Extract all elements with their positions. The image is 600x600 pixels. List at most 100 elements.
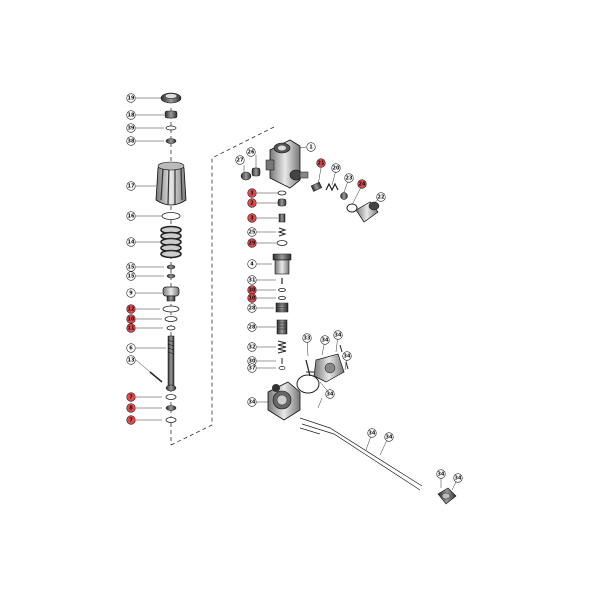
- callout-label: 32: [249, 344, 256, 350]
- callout-label: 4: [250, 261, 254, 267]
- callout-circle: [126, 415, 136, 425]
- callout-label: 19: [128, 95, 135, 101]
- part-oring-7b: [165, 417, 177, 423]
- callout-circle: [342, 351, 352, 361]
- callout-circle: [453, 473, 463, 483]
- callout-12: 12: [126, 304, 136, 314]
- callout-label: 34: [438, 471, 445, 477]
- callout-circle: [357, 179, 367, 189]
- part-washer-38: [165, 138, 177, 144]
- callout-34: 34: [247, 397, 257, 407]
- callout-circle: [325, 389, 335, 399]
- callout-label: 34: [369, 430, 376, 436]
- part-valve-2: [277, 198, 287, 207]
- callout-circle: [333, 330, 343, 340]
- callout-circle: [247, 198, 257, 208]
- callout-circle: [126, 392, 136, 402]
- part-housing-34: [267, 381, 301, 421]
- callout-label: 34: [327, 391, 334, 397]
- callout-label: 34: [322, 337, 329, 343]
- callout-7: 7: [126, 415, 136, 425]
- callout-circle: [247, 213, 257, 223]
- callout-circle: [247, 259, 257, 269]
- callout-28: 28: [247, 322, 257, 332]
- callout-circle: [247, 303, 257, 313]
- part-body-1: [265, 139, 309, 189]
- part-seal-12: [162, 305, 180, 313]
- callout-circle: [247, 227, 257, 237]
- part-seal-10: [164, 316, 178, 322]
- part-fitting-21: [310, 181, 323, 192]
- callout-21: 21: [316, 158, 326, 168]
- part-cylinder-4: [272, 253, 292, 275]
- callout-circle: [126, 323, 136, 333]
- part-gear-28a: [275, 302, 289, 313]
- callout-badges: 1918393817161415159121011613787127262120…: [126, 93, 463, 483]
- part-bolt-33: [305, 359, 314, 377]
- callout-label: 7: [129, 417, 133, 423]
- callout-label: 6: [129, 345, 133, 351]
- callout-26: 26: [246, 147, 256, 157]
- callout-3: 3: [247, 188, 257, 198]
- callout-label: 30: [249, 358, 256, 364]
- callout-label: 23: [346, 175, 353, 181]
- callout-circle: [126, 211, 136, 221]
- callout-circle: [126, 304, 136, 314]
- callout-circle: [247, 238, 257, 248]
- callout-circle: [247, 342, 257, 352]
- callout-24: 24: [357, 179, 367, 189]
- part-rod-6: [165, 335, 177, 392]
- callout-circle: [247, 322, 257, 332]
- callout-label: 25: [249, 229, 256, 235]
- callout-circle: [367, 428, 377, 438]
- callout-circle: [302, 333, 312, 343]
- callout-1: 1: [306, 142, 316, 152]
- part-oring-11: [166, 325, 176, 331]
- callout-34: 34: [453, 473, 463, 483]
- part-oring-3a: [277, 190, 287, 196]
- part-spring-14: [160, 225, 182, 259]
- callout-label: 34: [455, 475, 462, 481]
- callout-34: 34: [320, 335, 330, 345]
- callout-circle: [344, 173, 354, 183]
- part-ring-10r: [278, 295, 286, 300]
- callout-label: 3: [250, 190, 254, 196]
- callout-circle: [126, 93, 136, 103]
- part-plug-26: [251, 167, 261, 177]
- callout-circle: [126, 288, 136, 298]
- callout-label: 16: [128, 213, 135, 219]
- callout-22: 22: [376, 192, 386, 202]
- callout-14: 14: [126, 237, 136, 247]
- callout-label: 10: [249, 295, 256, 301]
- callout-label: 18: [128, 112, 135, 118]
- callout-label: 17: [128, 183, 135, 189]
- callout-circle: [376, 192, 386, 202]
- callout-circle: [126, 314, 136, 324]
- callout-circle: [320, 335, 330, 345]
- callout-15: 15: [126, 271, 136, 281]
- callout-circle: [331, 163, 341, 173]
- part-ring-30: [278, 287, 286, 292]
- callout-11: 11: [126, 323, 136, 333]
- callout-16: 16: [126, 211, 136, 221]
- callout-circle: [306, 142, 316, 152]
- callout-label: 38: [128, 138, 135, 144]
- part-washer-8: [165, 405, 177, 411]
- callout-label: 37: [249, 365, 256, 371]
- callout-34: 34: [436, 469, 446, 479]
- callout-13: 13: [126, 355, 136, 365]
- part-coupler-22: [355, 201, 380, 223]
- callout-34: 34: [384, 432, 394, 442]
- callout-label: 34: [335, 332, 342, 338]
- callout-circle: [126, 110, 136, 120]
- callout-label: 20: [333, 165, 340, 171]
- part-screws-34: [339, 344, 349, 370]
- part-ring-29: [276, 240, 288, 246]
- callout-circle: [384, 432, 394, 442]
- callout-label: 21: [318, 160, 325, 166]
- assembly-guide-line: [170, 108, 277, 446]
- callout-4: 4: [247, 259, 257, 269]
- callout-27: 27: [235, 155, 245, 165]
